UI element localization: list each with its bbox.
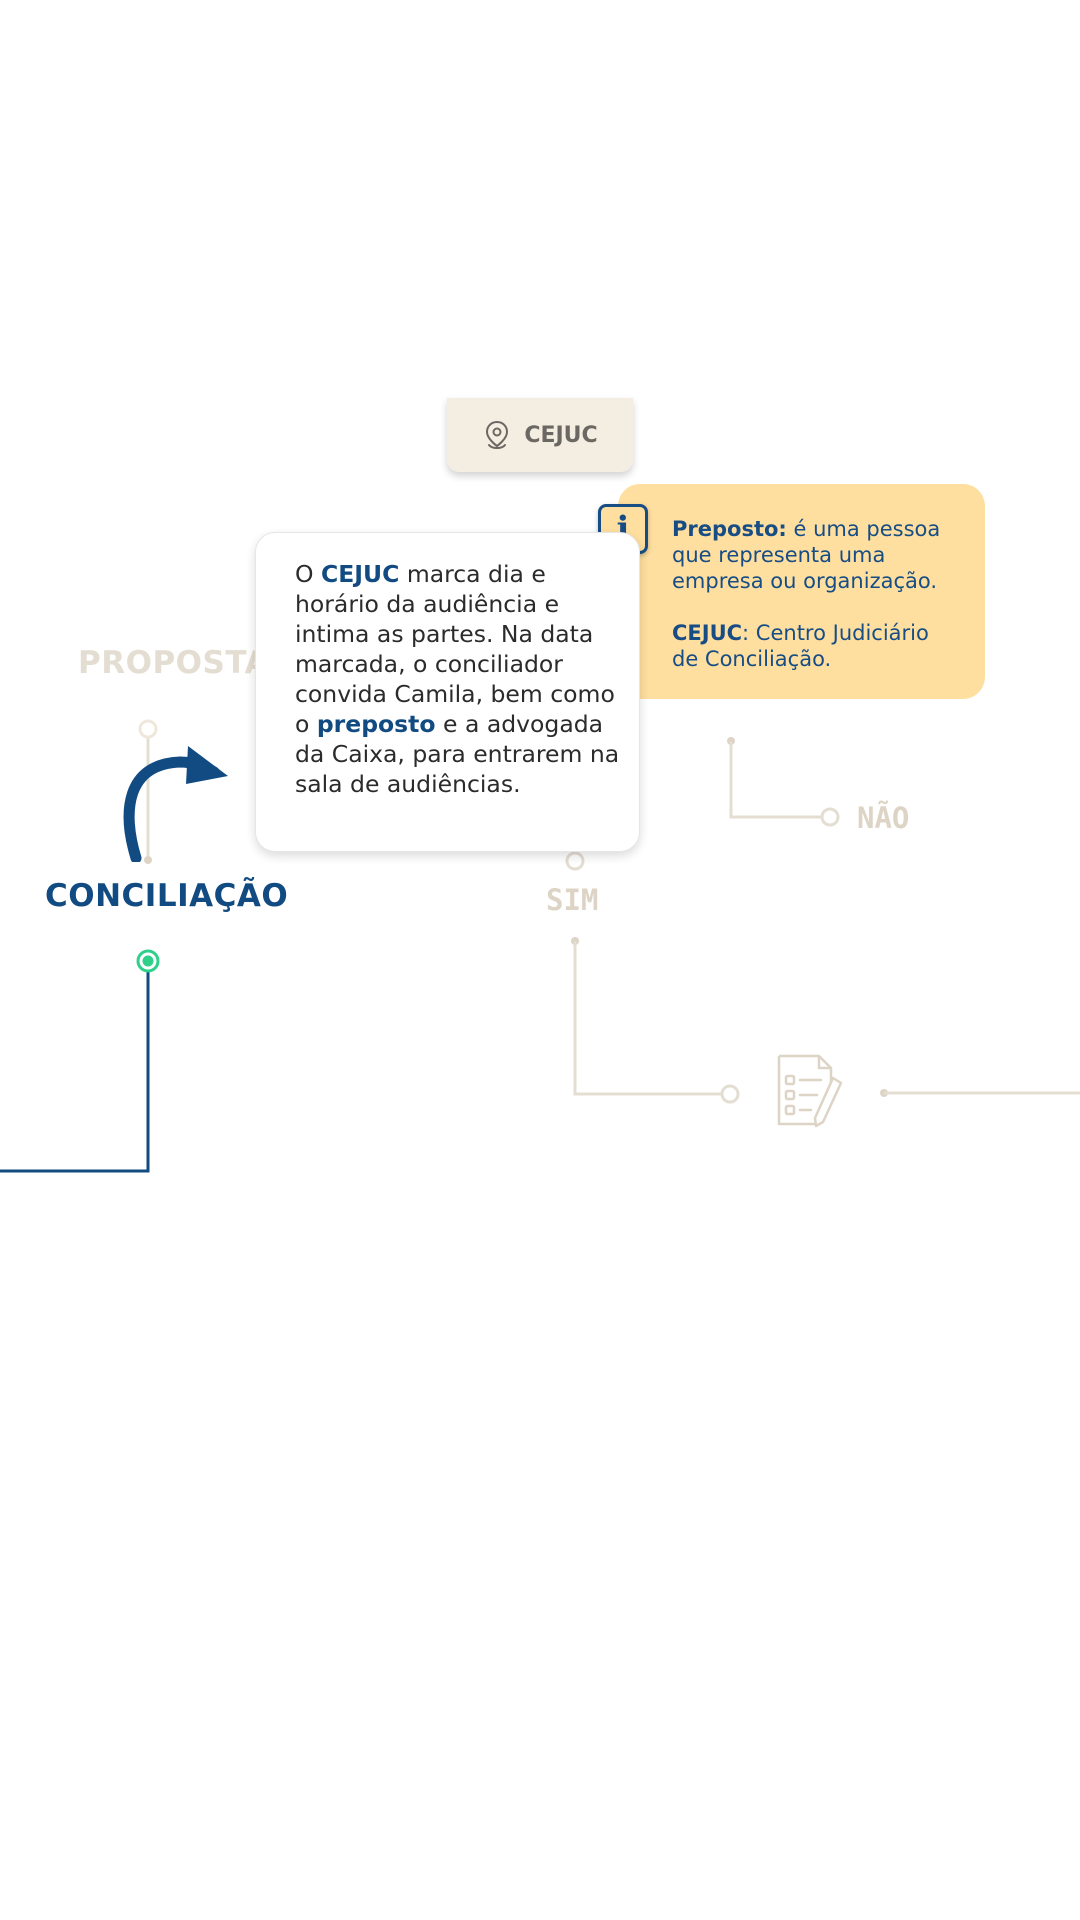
glossary-info-box: Preposto: é uma pessoa que representa um… (618, 484, 985, 699)
branch-label-sim: SIM (546, 883, 599, 917)
glossary-term-preposto: Preposto: (672, 517, 787, 541)
node-proposta (138, 719, 158, 739)
stage-label-conciliacao: CONCILIAÇÃO (45, 878, 289, 914)
description-text-2: marca dia e horário da audiência e intim… (295, 560, 615, 738)
node-conciliacao-active-core (142, 955, 154, 967)
description-highlight-preposto: preposto (316, 710, 436, 738)
node-nao (820, 807, 840, 827)
location-tab[interactable]: CEJUC (447, 398, 633, 472)
location-label: CEJUC (524, 422, 598, 448)
stage-label-proposta: PROPOSTA (78, 645, 270, 681)
glossary-definition-cejuc: : Centro Judiciário de Conciliação. (672, 621, 929, 671)
glossary-definition-preposto: é uma pessoa que representa uma empresa … (672, 517, 941, 593)
branch-label-nao: NÃO (857, 801, 910, 835)
description-text-1: O (295, 560, 321, 588)
glossary-entry-preposto: Preposto: é uma pessoa que representa um… (672, 516, 955, 594)
connector-nao (729, 741, 822, 819)
glossary-term-cejuc: CEJUC (672, 621, 743, 645)
description-highlight-cejuc: CEJUC (320, 560, 400, 588)
node-document (720, 1084, 740, 1104)
document-checklist-icon (777, 1054, 843, 1128)
glossary-entry-cejuc: CEJUC: Centro Judiciário de Conciliação. (672, 620, 955, 672)
description-card: O CEJUC marca dia e horário da audiência… (255, 532, 640, 852)
node-dot-proposta-end (144, 856, 152, 864)
connector-sim (573, 941, 722, 1096)
description-text-3: e a advogada da Caixa, para entrarem na … (295, 710, 620, 798)
node-sim (565, 851, 585, 871)
map-pin-icon (486, 420, 509, 449)
curved-arrow-icon (123, 746, 228, 862)
connector-conciliacao-active (0, 968, 150, 1173)
